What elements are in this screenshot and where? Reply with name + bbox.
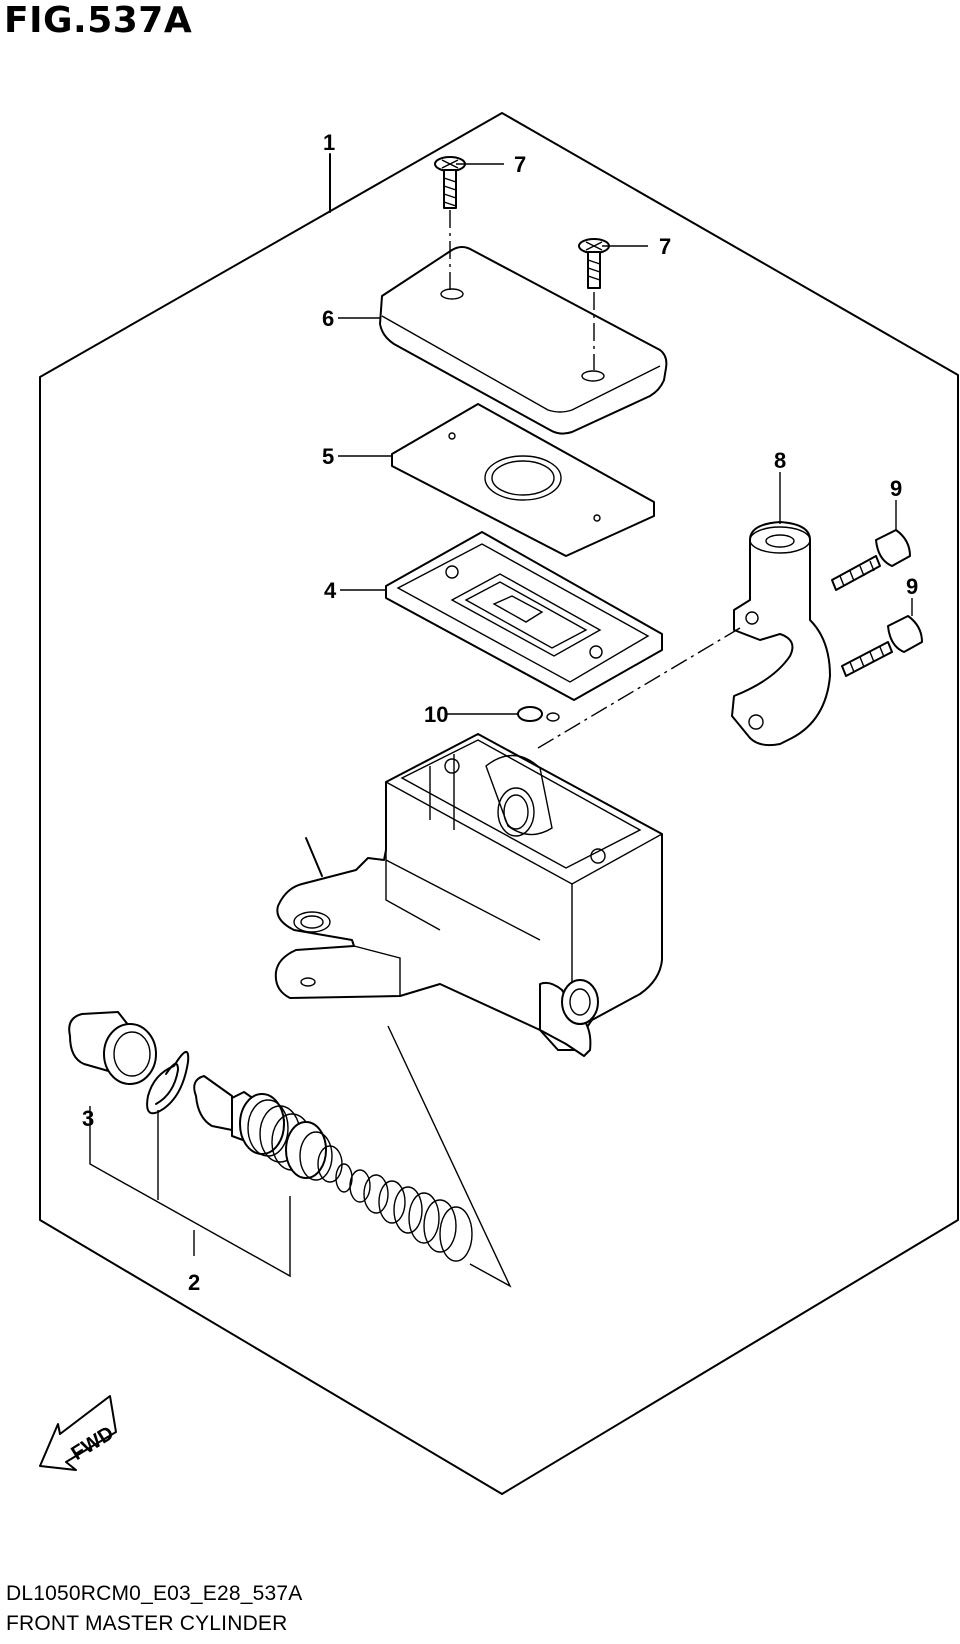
callout-2: 2: [188, 1270, 200, 1295]
callout-9-upper: 9: [890, 476, 902, 501]
callout-7-lower: 7: [659, 234, 671, 259]
figure-title: FIG.537A: [4, 0, 193, 41]
master-cylinder-holder: [731, 521, 831, 747]
float-plate: [517, 706, 560, 722]
forward-direction-arrow: FWD: [39, 1395, 118, 1471]
callout-3: 3: [82, 1106, 94, 1131]
master-cylinder-body: [274, 733, 663, 1057]
diaphragm-plate: [391, 403, 655, 557]
cap-screw-right: [578, 238, 610, 289]
cap-screw-left: [434, 156, 466, 209]
return-spring: [335, 1163, 473, 1262]
assembly-boundary: [39, 112, 959, 1495]
dust-boot: [68, 1011, 157, 1085]
callout-10: 10: [424, 702, 448, 727]
callout-6: 6: [322, 306, 334, 331]
callout-8: 8: [774, 448, 786, 473]
callout-1: 1: [323, 130, 335, 155]
callout-9-lower: 9: [906, 574, 918, 599]
holder-bolt-lower: [841, 615, 923, 677]
model-code: DL1050RCM0_E03_E28_537A: [6, 1582, 303, 1605]
callout-7-upper: 7: [514, 152, 526, 177]
callout-4: 4: [324, 578, 337, 603]
leader-lines: [89, 153, 913, 1288]
callout-labels: 1 7 7 6 5 8 9 4 9 10 3 2: [82, 130, 918, 1295]
piston-set: [193, 1075, 343, 1183]
reservoir-cap: [379, 246, 668, 435]
diaphragm: [385, 531, 663, 701]
callout-5: 5: [322, 444, 334, 469]
section-name: FRONT MASTER CYLINDER: [6, 1612, 288, 1635]
holder-bolt-upper: [831, 529, 911, 591]
